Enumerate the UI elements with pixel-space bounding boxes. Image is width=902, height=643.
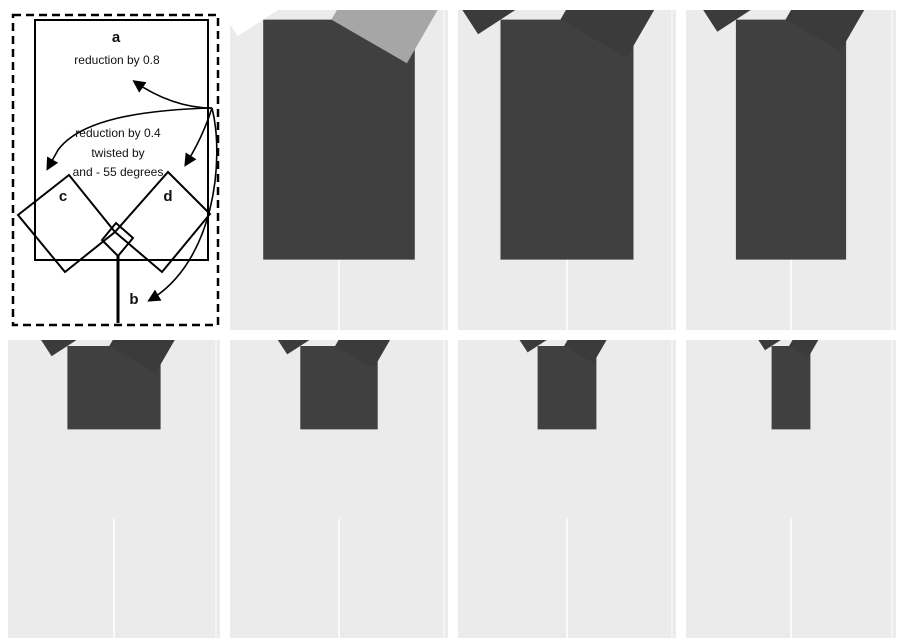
white-branch-block	[451, 287, 455, 291]
label-a: a	[112, 29, 121, 46]
note-twisted-by: twisted by	[91, 146, 144, 160]
branch-block	[682, 314, 685, 317]
branch-block	[682, 294, 685, 296]
white-branch-block	[682, 317, 683, 319]
branch-block	[453, 283, 459, 288]
trunk-block	[736, 20, 846, 260]
grey-branch-block	[681, 293, 683, 295]
grey-branch-block	[450, 283, 454, 286]
grey-branch-block	[679, 299, 681, 301]
white-branch-block	[453, 276, 457, 279]
grey-branch-block	[0, 274, 9, 284]
white-branch-block	[680, 306, 681, 308]
label-b: b	[129, 291, 138, 308]
label-d: d	[163, 188, 172, 205]
white-branch-block	[684, 290, 686, 292]
grey-branch-block	[680, 310, 682, 312]
white-branch-block	[680, 295, 682, 296]
branch-block	[680, 300, 683, 302]
trunk-block	[263, 20, 415, 260]
note-reduction-cd: reduction by 0.4	[75, 126, 161, 140]
branch-block	[680, 303, 683, 306]
white-branch-block	[678, 301, 680, 302]
grey-branch-block	[680, 316, 682, 317]
branch-block	[681, 311, 684, 313]
note-angle: and - 55 degrees	[73, 165, 164, 179]
trunk-block	[501, 20, 634, 260]
white-branch-block	[680, 312, 682, 313]
branch-block	[450, 321, 455, 327]
grey-branch-block	[679, 305, 681, 306]
white-branch-block	[452, 327, 455, 331]
label-c: c	[59, 188, 67, 205]
grey-branch-block	[448, 325, 452, 329]
trunk-block	[772, 346, 811, 429]
grey-branch-block	[448, 294, 451, 297]
construction-panel: a reduction by 0.8 reduction by 0.4 twis…	[8, 10, 220, 330]
note-reduction-a: reduction by 0.8	[74, 53, 160, 67]
